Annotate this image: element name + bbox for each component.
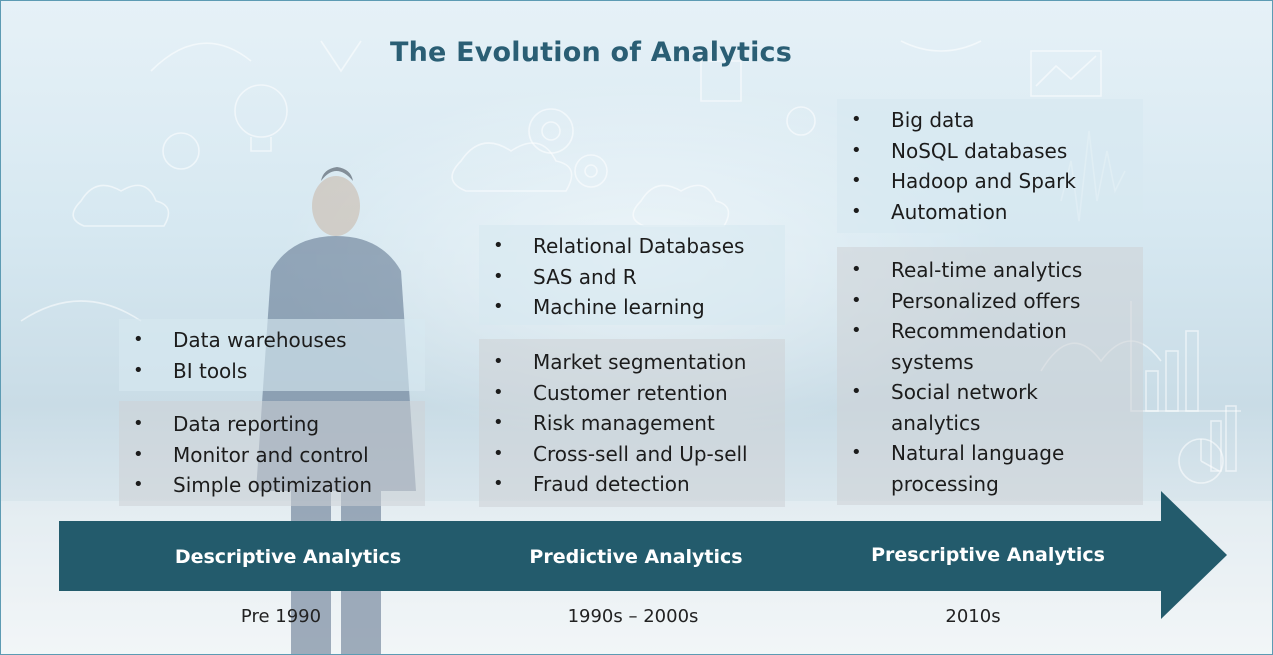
list-item: Relational Databases [479, 231, 785, 262]
list-item: Personalized offers [837, 286, 1143, 317]
stage-label-prescriptive: Prescriptive Analytics [871, 544, 1105, 566]
list-item: Cross-sell and Up-sell [479, 439, 785, 470]
list-item: Market segmentation [479, 347, 785, 378]
stage-label-predictive: Predictive Analytics [529, 546, 743, 568]
descriptive-technologies-box: Data warehouses BI tools [119, 319, 425, 391]
list-item: Machine learning [479, 292, 785, 323]
list-item: Natural language processing [837, 438, 1101, 499]
list-item: Simple optimization [119, 470, 425, 501]
predictive-technologies-box: Relational Databases SAS and R Machine l… [479, 225, 785, 325]
list-item: Fraud detection [479, 469, 785, 500]
list-item: NoSQL databases [837, 136, 1143, 167]
prescriptive-applications-box: Real-time analytics Personalized offers … [837, 247, 1143, 505]
list-item: SAS and R [479, 262, 785, 293]
list-item: BI tools [119, 356, 425, 387]
prescriptive-technologies-box: Big data NoSQL databases Hadoop and Spar… [837, 99, 1143, 233]
list-item: Data warehouses [119, 325, 425, 356]
list-item: Social network analytics [837, 377, 1101, 438]
list-item: Hadoop and Spark [837, 166, 1143, 197]
stage-label-descriptive: Descriptive Analytics [174, 546, 402, 568]
era-label-descriptive: Pre 1990 [240, 606, 322, 627]
list-item: Big data [837, 105, 1143, 136]
era-label-prescriptive: 2010s [945, 606, 1001, 627]
page-title: The Evolution of Analytics [389, 37, 793, 68]
list-item: Customer retention [479, 378, 785, 409]
list-item: Recommendation systems [837, 316, 1101, 377]
list-item: Real-time analytics [837, 255, 1143, 286]
list-item: Data reporting [119, 409, 425, 440]
list-item: Automation [837, 197, 1143, 228]
list-item: Monitor and control [119, 440, 425, 471]
predictive-applications-box: Market segmentation Customer retention R… [479, 339, 785, 507]
descriptive-applications-box: Data reporting Monitor and control Simpl… [119, 401, 425, 506]
era-label-predictive: 1990s – 2000s [567, 606, 699, 627]
list-item: Risk management [479, 408, 785, 439]
